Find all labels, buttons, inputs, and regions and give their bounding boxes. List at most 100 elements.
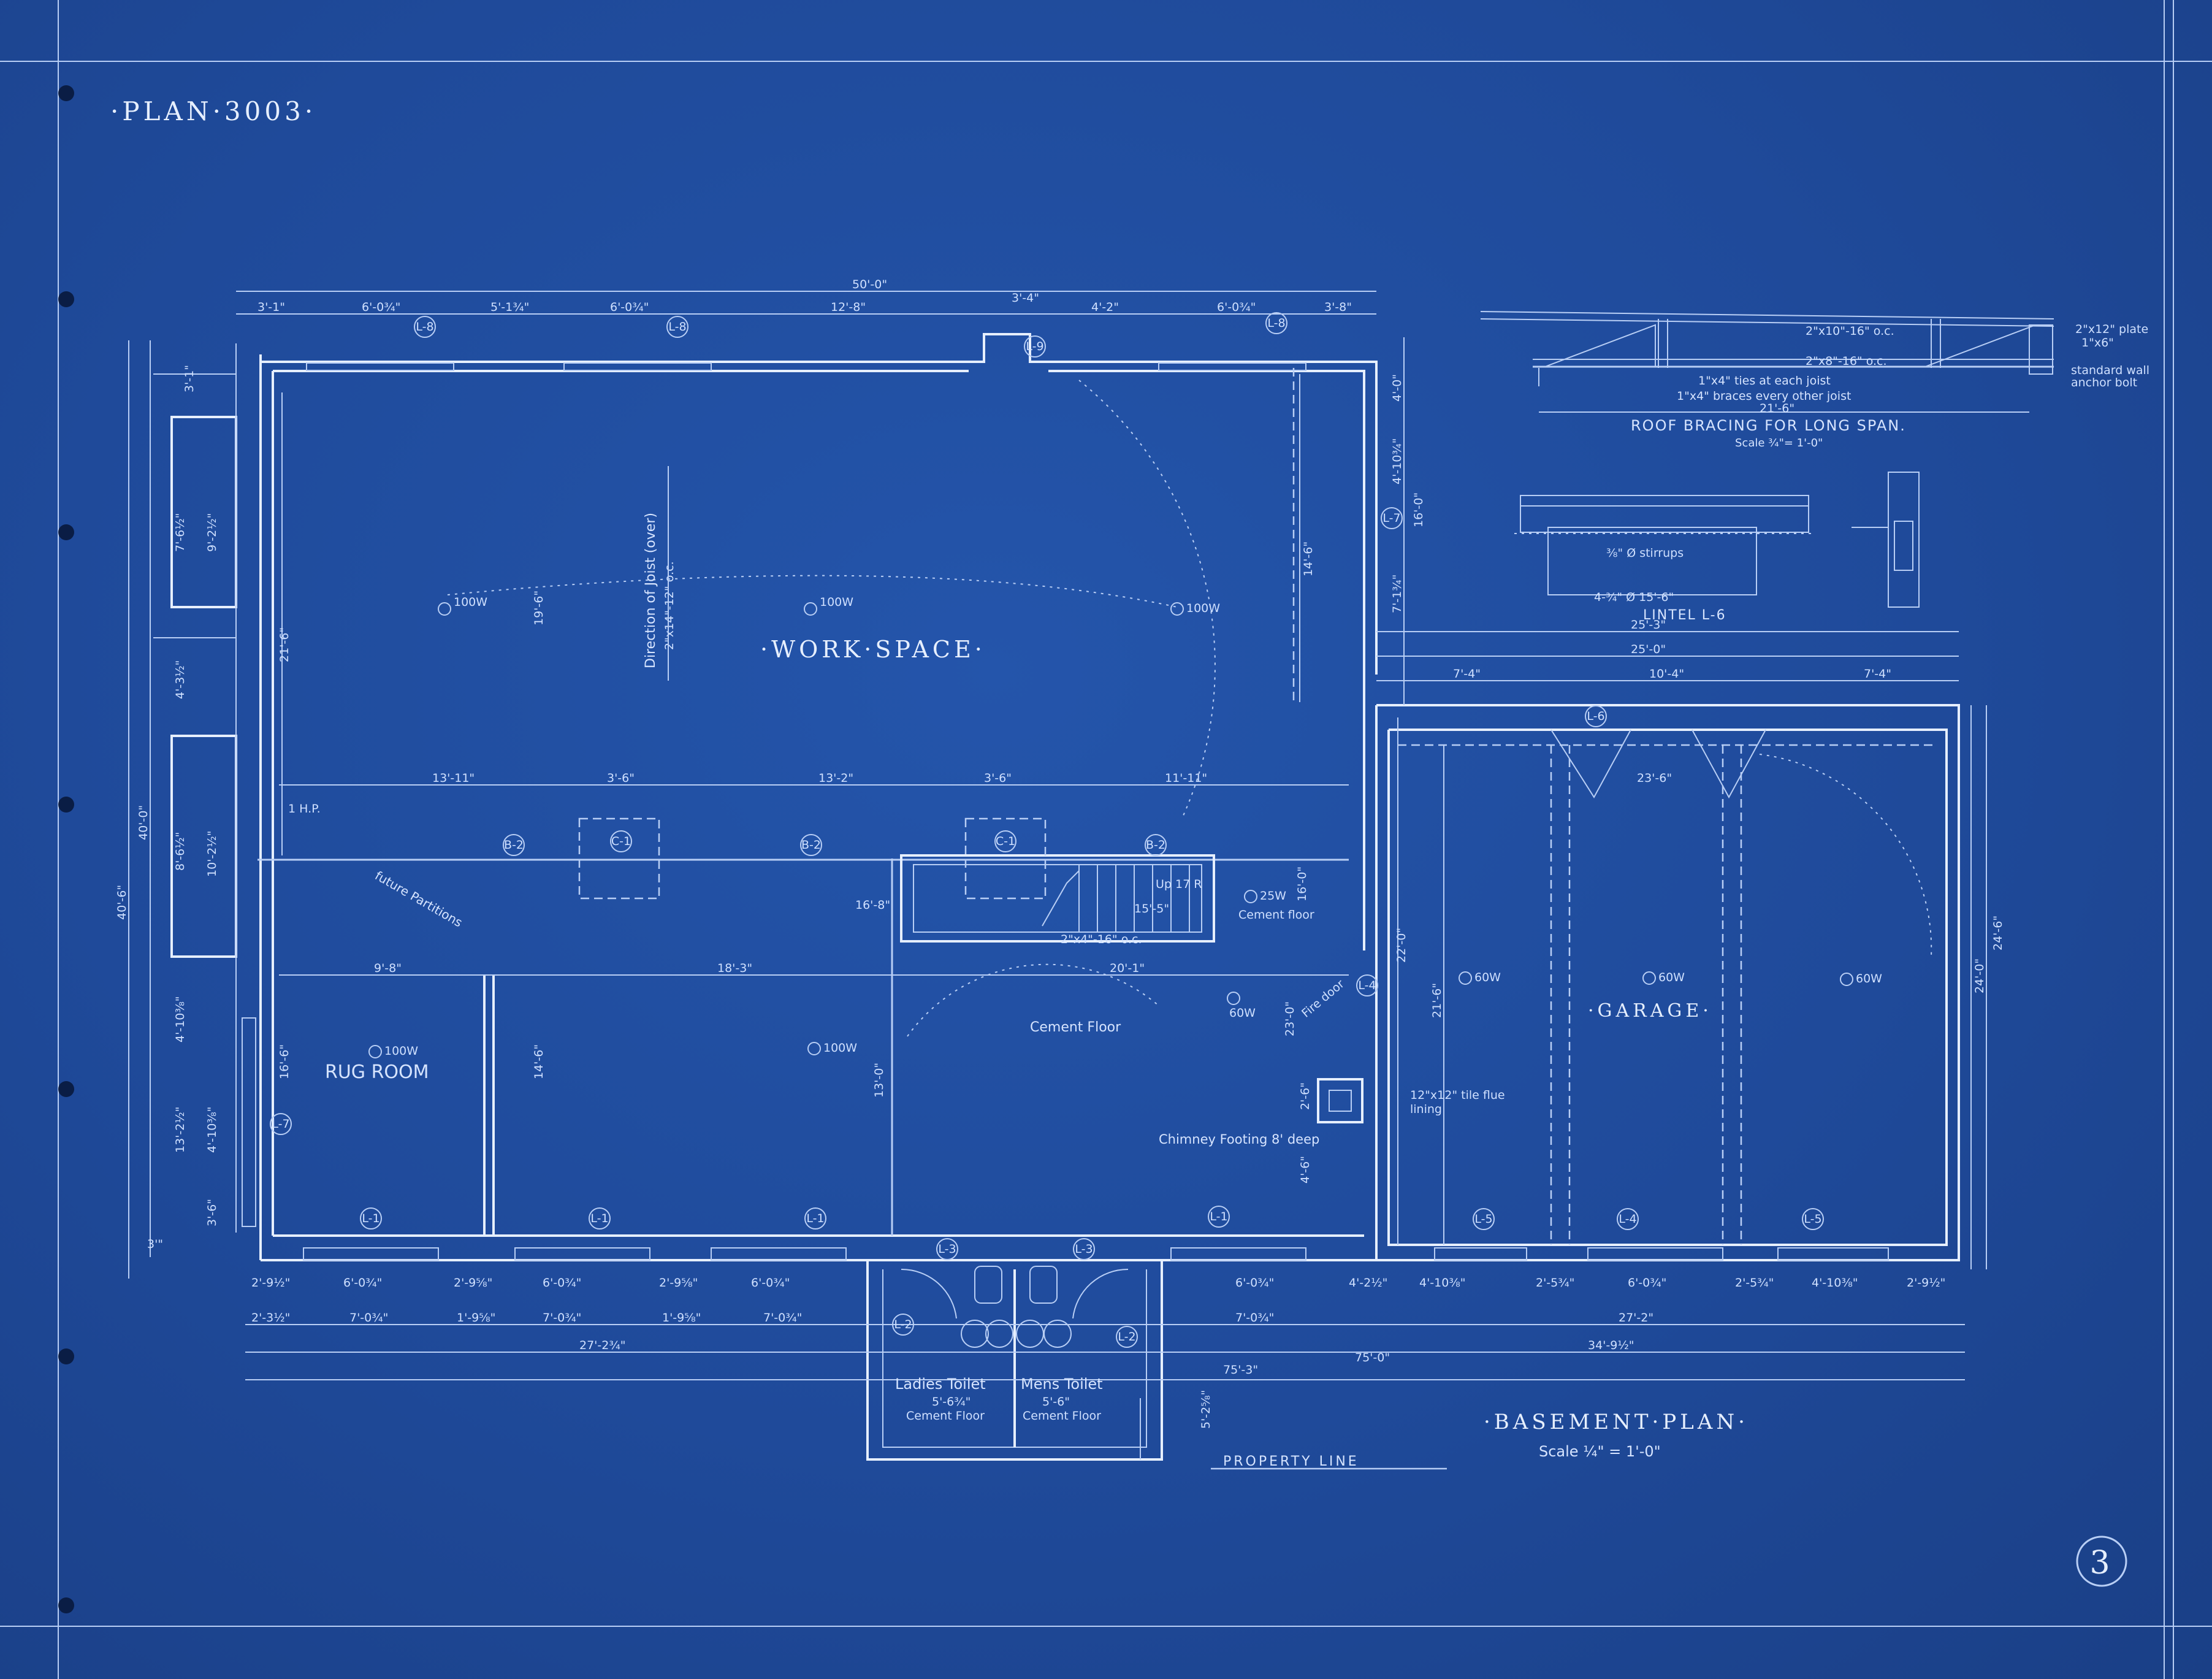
svg-text:16'-0": 16'-0" [1295, 866, 1309, 901]
svg-text:C-1: C-1 [611, 835, 631, 848]
sheet-number-circle [2076, 1536, 2127, 1587]
light-fixture: 100W [368, 1044, 418, 1058]
svg-text:7'-0¾": 7'-0¾" [1235, 1311, 1274, 1325]
basement-plan-scale: Scale ¼" = 1'-0" [1539, 1443, 1661, 1460]
tag-l1: L-1 [1208, 1206, 1230, 1228]
light-fixture: 100W [438, 595, 487, 616]
chimney-footing-note: Chimney Footing 8' deep [1159, 1132, 1319, 1147]
dim-work-depth: 21'-6" [278, 627, 291, 662]
svg-text:3'-6": 3'-6" [607, 771, 635, 785]
dim-bottom-row-2: 2'-3½" 7'-0¾" 1'-9⅝" 7'-0¾" 1'-9⅝" 7'-0¾… [251, 1311, 1653, 1325]
dim-overall-bottom-2: 75'-0" [1355, 1351, 1390, 1364]
plan-number: ·PLAN·3003· [110, 96, 316, 126]
svg-text:L-3: L-3 [1075, 1242, 1093, 1256]
dim-garage-depth: 24'-0" [1973, 958, 1986, 993]
svg-text:L-8: L-8 [668, 320, 686, 334]
svg-text:6'-0¾": 6'-0¾" [1235, 1276, 1274, 1290]
svg-text:L-1: L-1 [1210, 1210, 1227, 1223]
cement-floor-stair-note: Cement floor [1238, 908, 1314, 922]
svg-text:2"x8"-16" o.c.: 2"x8"-16" o.c. [1806, 354, 1887, 368]
svg-text:4'-2": 4'-2" [1091, 300, 1119, 314]
dim-garage-overall: 25'-3" [1631, 618, 1666, 632]
tag-l1: L-1 [589, 1207, 611, 1230]
svg-text:L-9: L-9 [1026, 340, 1043, 353]
svg-text:L-2: L-2 [894, 1318, 912, 1331]
svg-text:25W: 25W [1260, 889, 1286, 903]
tag-c1: C-1 [610, 830, 632, 852]
dim-toilet-depth: 5'-2⅝" [1199, 1390, 1213, 1429]
tag-l2: L-2 [892, 1314, 914, 1336]
svg-text:4'-10⅜": 4'-10⅜" [174, 996, 187, 1043]
ladies-toilet-label: Ladies Toilet [895, 1375, 986, 1393]
tag-l1: L-1 [804, 1207, 826, 1230]
tile-flue-note-2: lining [1410, 1103, 1442, 1116]
tag-l8: L-8 [414, 316, 436, 338]
basement-plan-title: ·BASEMENT·PLAN· [1484, 1410, 1749, 1434]
svg-text:12'-8": 12'-8" [831, 300, 866, 314]
light-fixture: 100W [1170, 602, 1220, 616]
svg-text:C-1: C-1 [996, 835, 1015, 848]
dim-left-overall: 40'-6" [115, 885, 129, 920]
svg-text:6'-0¾": 6'-0¾" [1628, 1276, 1666, 1290]
mens-cement-floor: Cement Floor [1023, 1409, 1101, 1423]
ladies-cement-floor: Cement Floor [906, 1409, 985, 1423]
svg-text:3'-4": 3'-4" [1012, 291, 1039, 305]
svg-text:standard wall: standard wall [2071, 364, 2149, 377]
svg-text:L-5: L-5 [1804, 1212, 1821, 1226]
tag-l7: L-7 [270, 1113, 292, 1135]
dim-mid-row: 13'-11" 3'-6" 13'-2" 3'-6" 11'-11" [432, 771, 1207, 785]
tag-c1: C-1 [994, 830, 1016, 852]
tag-b2: B-2 [1145, 834, 1167, 856]
dim-center-width: 18'-3" [717, 962, 752, 975]
tag-l4: L-4 [1356, 974, 1378, 996]
left-niches [153, 343, 256, 1233]
property-line-label: PROPERTY LINE [1223, 1454, 1359, 1469]
svg-text:27'-2": 27'-2" [1619, 1311, 1653, 1325]
svg-text:4'-6": 4'-6" [1299, 1156, 1312, 1184]
svg-text:B-2: B-2 [801, 838, 821, 852]
building-walls [257, 333, 1960, 1461]
svg-text:7'-4": 7'-4" [1864, 667, 1891, 681]
future-partitions-note: future Partitions [373, 868, 465, 930]
hp-note: 1 H.P. [288, 802, 321, 816]
light-fixtures: 100W 100W 100W 100W 100W 60W 60W 60W 60W… [368, 595, 1882, 1058]
svg-text:L-5: L-5 [1474, 1212, 1492, 1226]
tag-l3: L-3 [936, 1238, 958, 1260]
tag-l5: L-5 [1802, 1208, 1824, 1230]
svg-text:7'-6½": 7'-6½" [174, 513, 187, 552]
dim-left-inner: 40'-0" [137, 805, 150, 840]
roof-bracing-title: ROOF BRACING FOR LONG SPAN. [1631, 417, 1906, 434]
dim-garage-depth-2: 24'-6" [1991, 916, 2005, 950]
svg-text:L-1: L-1 [362, 1212, 379, 1225]
svg-text:22'-0": 22'-0" [1395, 928, 1408, 963]
mens-toilet-dim: 5'-6" [1042, 1395, 1070, 1409]
stair-up-note: Up 17 R [1156, 878, 1202, 891]
svg-text:4-¾" Ø 15'-6": 4-¾" Ø 15'-6" [1594, 591, 1674, 604]
dim-garage-top: 7'-4" 10'-4" 7'-4" [1453, 667, 1891, 681]
dim-left-parts: 3'-1" 7'-6½" 9'-2½" 4'-3½" 8'-6½" 10'-2½… [147, 365, 219, 1251]
light-fixture: 60W [1642, 971, 1685, 985]
svg-text:6'-0¾": 6'-0¾" [343, 1276, 382, 1290]
joist-spec-note: 2"x14"-12" o.c. [663, 561, 676, 650]
svg-text:L-4: L-4 [1619, 1212, 1636, 1226]
svg-text:16'-0": 16'-0" [1412, 492, 1425, 527]
svg-text:3'-8": 3'-8" [1324, 300, 1352, 314]
svg-text:L-3: L-3 [938, 1242, 956, 1256]
dim-overall-top: 50'-0" [852, 278, 887, 291]
dim-garage-span: 23'-6" [1637, 771, 1672, 785]
svg-text:3'-6": 3'-6" [205, 1199, 219, 1226]
svg-text:⅜" Ø stirrups: ⅜" Ø stirrups [1606, 546, 1684, 560]
svg-text:2'-3½": 2'-3½" [251, 1311, 290, 1325]
dim-bottom-row-1: 2'-9½" 6'-0¾" 2'-9⅝" 6'-0¾" 2'-9⅝" 6'-0¾… [251, 1276, 1945, 1290]
fire-door-note: Fire door [1299, 977, 1347, 1020]
svg-text:23'-0": 23'-0" [1283, 1001, 1297, 1036]
ladies-toilet-dim: 5'-6¾" [932, 1395, 971, 1409]
tag-l8: L-8 [1265, 312, 1287, 334]
svg-text:60W: 60W [1474, 971, 1501, 984]
dim-work-right: 14'-6" [1302, 541, 1315, 576]
light-fixture: 100W [807, 1041, 857, 1055]
svg-text:21'-6": 21'-6" [1760, 402, 1794, 415]
svg-text:100W: 100W [820, 595, 853, 609]
svg-text:60W: 60W [1658, 971, 1685, 984]
